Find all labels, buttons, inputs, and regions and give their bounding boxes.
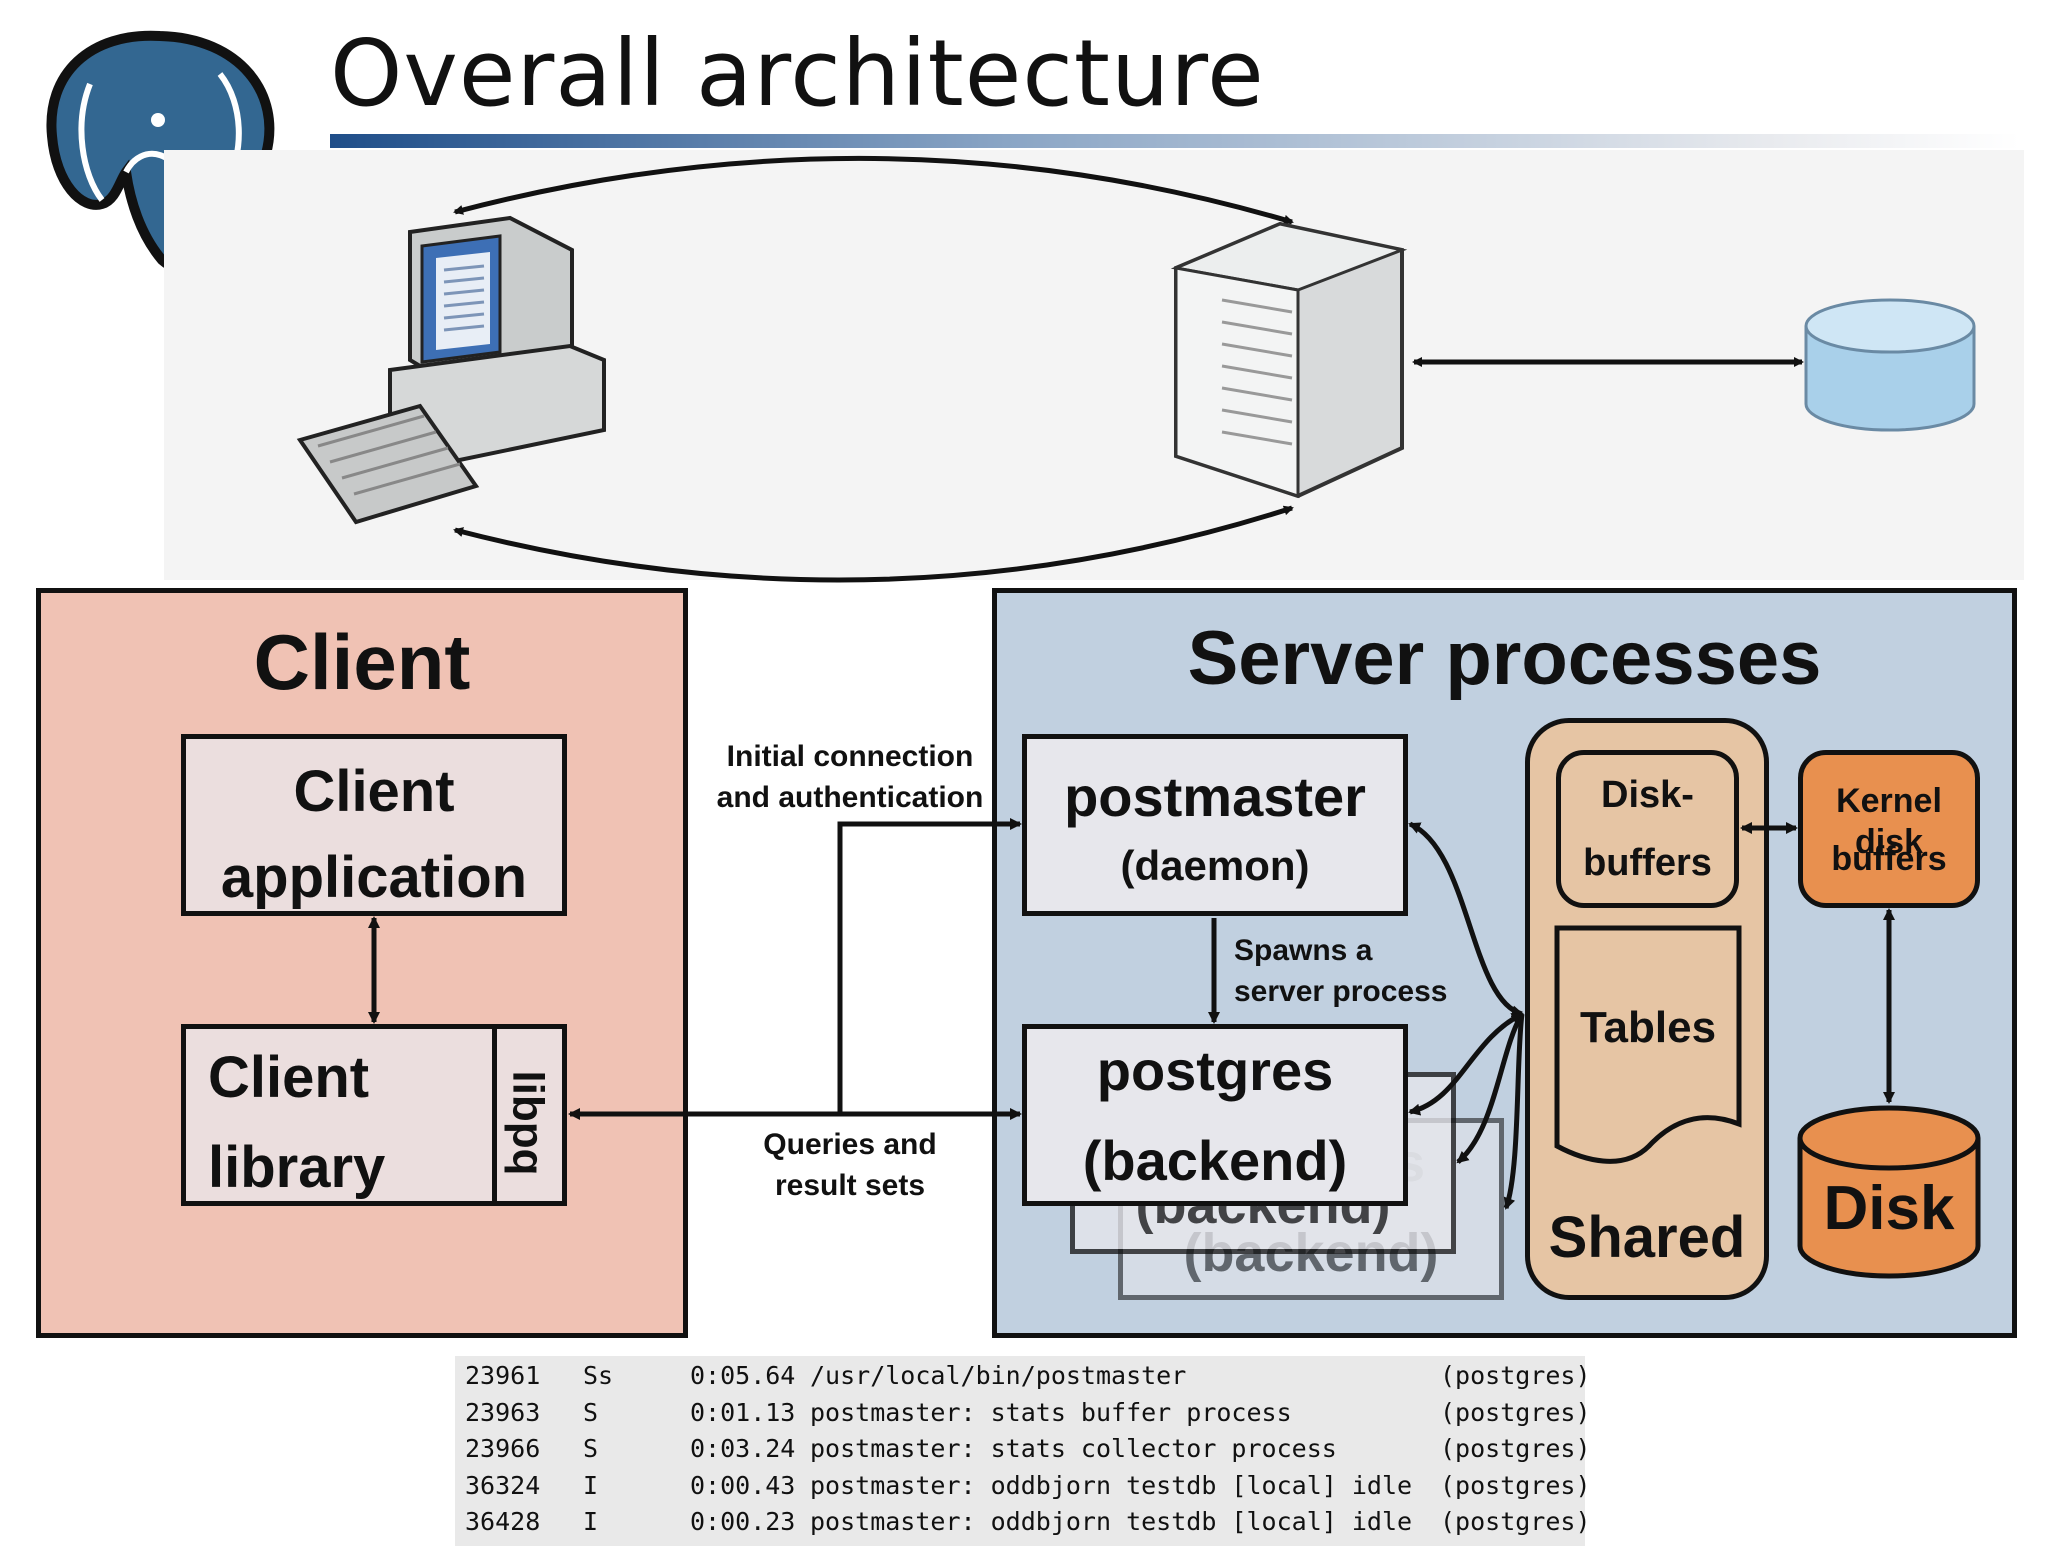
client-application-line1: Client	[293, 759, 455, 824]
process-user: (postgres)	[1440, 1361, 1591, 1390]
client-panel-title: Client	[253, 618, 471, 706]
slide-title: Overall architecture	[330, 20, 1265, 127]
kernel-disk-buffers-box: Kernel disk buffers	[1798, 750, 1980, 908]
process-command: /usr/local/bin/postmaster	[810, 1361, 1187, 1390]
client-application-line2: application	[220, 845, 528, 910]
disk-buffers-line1: Disk-	[1601, 774, 1694, 816]
client-panel: Client	[36, 588, 688, 1338]
process-user: (postgres)	[1440, 1470, 1591, 1500]
process-time: 0:05.64	[690, 1361, 796, 1390]
libpq-divider	[492, 1029, 497, 1201]
process-stat: S	[583, 1434, 599, 1463]
initial-connection-line1: Initial connection	[726, 740, 974, 773]
postgres-label: postgres	[1096, 1039, 1334, 1102]
process-pid: 23966	[465, 1434, 541, 1463]
server-panel-title: Server processes	[1187, 616, 1822, 701]
queries-line1: Queries and	[763, 1128, 937, 1161]
process-user: (postgres)	[1440, 1397, 1591, 1427]
process-time: 0:00.23	[690, 1507, 796, 1536]
postmaster-box: postmaster (daemon)	[1022, 734, 1408, 916]
initial-connection-caption: Initial connection and authentication	[716, 736, 984, 818]
client-application-box: Client application	[181, 734, 567, 916]
process-user: (postgres)	[1440, 1434, 1591, 1463]
postgres-backend-box: postgres (backend)	[1022, 1024, 1408, 1206]
tables-label: Tables	[1579, 1003, 1717, 1052]
queries-caption: Queries and result sets	[730, 1124, 970, 1206]
title-underline	[330, 134, 2020, 148]
disk-buffers-line2: buffers	[1583, 842, 1712, 884]
process-time: 0:01.13	[690, 1397, 796, 1427]
spawns-line2: server process	[1234, 975, 1448, 1008]
process-command: postmaster: oddbjorn testdb [local] idle	[810, 1470, 1413, 1500]
process-stat: Ss	[583, 1361, 614, 1390]
client-library-box: Client library libpq	[181, 1024, 567, 1206]
process-command: postmaster: stats collector process	[810, 1434, 1337, 1463]
bottom-arc	[453, 505, 1294, 583]
disk-label: Disk	[1823, 1174, 1955, 1243]
client-library-line1: Client	[208, 1045, 370, 1110]
server-tower-icon	[1170, 221, 1408, 499]
queries-line2: result sets	[774, 1169, 926, 1202]
process-list-table: 23961 Ss 0:05.64/usr/local/bin/postmaster (…	[455, 1356, 1591, 1546]
process-time: 0:03.24	[690, 1434, 796, 1463]
kernel-line2: buffers	[1831, 840, 1947, 878]
top-arc	[453, 155, 1294, 225]
process-stat: I	[583, 1507, 599, 1536]
initial-connection-line2: and authentication	[716, 781, 984, 814]
shared-label: Shared	[1548, 1205, 1746, 1270]
disk-buffers-box: Disk- buffers	[1556, 750, 1739, 908]
daemon-label: (daemon)	[1120, 842, 1310, 889]
process-pid: 23963	[465, 1397, 541, 1427]
process-pid: 23961	[465, 1361, 541, 1390]
tables-page-shape	[1554, 925, 1742, 1164]
process-stat: I	[583, 1470, 599, 1500]
network-illustration	[296, 155, 1976, 583]
process-pid: 36324	[465, 1470, 541, 1500]
storage-disk-icon	[1804, 298, 1976, 432]
kernel-line1: Kernel disk	[1836, 782, 1942, 861]
disk-cylinder-shape	[1797, 1105, 1981, 1279]
spawns-line1: Spawns a	[1234, 934, 1373, 967]
spawns-caption: Spawns a server process	[1234, 930, 1448, 1012]
postmaster-label: postmaster	[1064, 765, 1366, 828]
process-pid: 36428	[465, 1507, 541, 1536]
client-library-line2: library	[208, 1135, 386, 1200]
process-time: 0:00.43	[690, 1470, 796, 1500]
backend-label: (backend)	[1082, 1129, 1348, 1192]
process-command: postmaster: stats buffer process	[810, 1397, 1292, 1427]
process-user: (postgres)	[1440, 1507, 1591, 1536]
process-command: postmaster: oddbjorn testdb [local] idle	[810, 1507, 1413, 1536]
client-computer-icon	[296, 215, 606, 525]
process-stat: S	[583, 1397, 599, 1427]
